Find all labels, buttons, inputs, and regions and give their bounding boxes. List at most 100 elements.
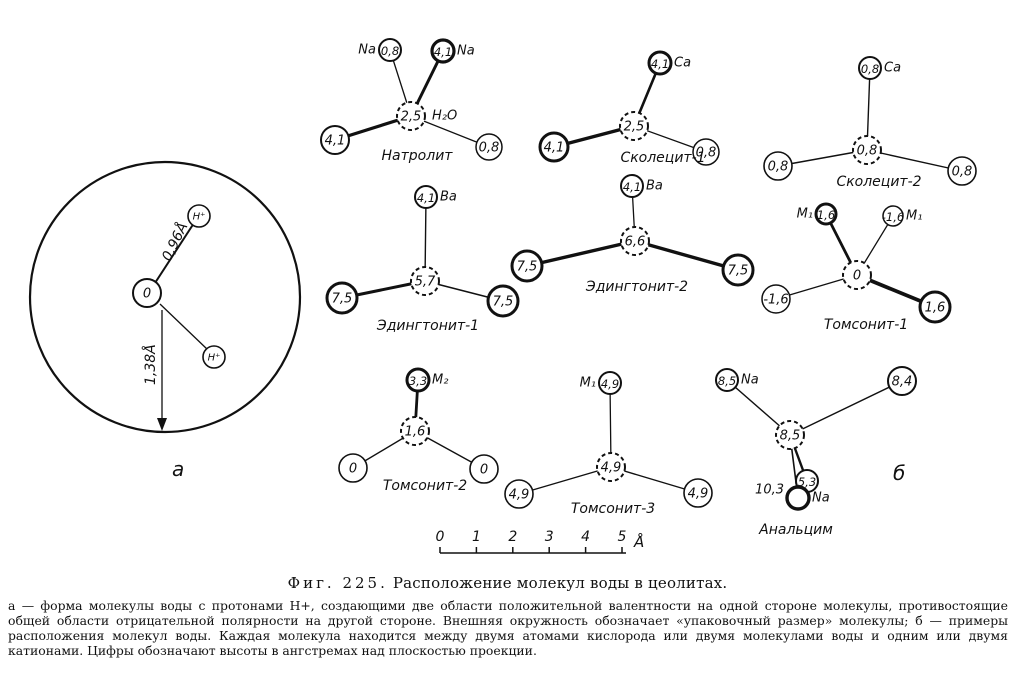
water-height-label: 2,5	[624, 120, 645, 135]
atom	[430, 38, 456, 64]
oxygen-label: 0	[143, 287, 151, 302]
structure-name: Сколецит-1	[620, 150, 705, 166]
atom	[647, 50, 673, 76]
cation-label: Ba	[440, 190, 457, 205]
water-height-label: 0,8	[857, 144, 878, 159]
cation-label: Na	[457, 44, 475, 59]
water-height-label: 8,5	[780, 429, 801, 444]
atom	[598, 371, 622, 395]
scale-tick-label: 2	[508, 529, 517, 545]
radius-arrowhead	[157, 418, 167, 431]
structure-name: Эдингтонит-1	[376, 318, 479, 334]
figure-caption-body: а — форма молекулы воды с протонами H+, …	[8, 598, 1008, 658]
cation-label: Ca	[674, 56, 691, 71]
atom-height-label: 7,5	[493, 295, 514, 310]
atom-height-label: 0,8	[381, 44, 399, 58]
atom	[887, 366, 917, 396]
atom	[918, 290, 952, 324]
atom-height-label: 0,8	[861, 62, 879, 76]
scale-tick-label: 0	[436, 529, 445, 545]
bond-line	[154, 222, 195, 284]
water-height-label: 2,5	[401, 110, 422, 125]
atom-height-label: 0,8	[479, 141, 500, 156]
figure-title: Расположение молекул воды в цеолитах.	[392, 574, 728, 592]
scale-tick-label: 5	[618, 529, 627, 545]
cation-label: Ba	[646, 179, 663, 194]
cation-label: M₁	[797, 207, 813, 222]
radius-label: 1,38Å	[142, 344, 159, 385]
water-molecule	[619, 111, 649, 141]
bond-line	[777, 149, 868, 167]
cation-label: M₁	[580, 376, 596, 391]
atom-height-label: -1,6	[882, 210, 904, 224]
scale-tick-label: 3	[545, 529, 554, 545]
scale-bar: 0 1 2 3 4 5 Å	[436, 529, 644, 554]
atom-height-label: 0,8	[768, 160, 789, 175]
bond-line	[518, 466, 612, 495]
panel-b-label: б	[893, 461, 905, 485]
structure-name: Эдингтонит-2	[585, 279, 688, 295]
atom-height-label: -1,6	[763, 293, 788, 308]
atom	[325, 281, 359, 315]
structure-name: Сколецит-2	[836, 174, 921, 190]
water-molecule	[852, 135, 882, 165]
atom	[785, 485, 811, 511]
atom	[338, 453, 368, 483]
structure-name: Натролит	[382, 148, 454, 164]
atom-height-label: 7,5	[517, 260, 538, 275]
atom	[814, 202, 838, 226]
bond-line	[866, 149, 963, 172]
water-molecule	[410, 266, 440, 296]
atom	[882, 205, 904, 227]
atom-height-label: 1,6	[925, 301, 946, 316]
cation-label: Na	[358, 43, 376, 58]
atom	[405, 367, 431, 393]
proton-atom	[187, 204, 211, 228]
atom-height-label: 5,3	[798, 475, 816, 489]
bond-line	[633, 239, 740, 272]
atom-height-label: 3,3	[409, 374, 427, 388]
panel-a: 0 H⁺ H⁺ 0,96Å 1,38Å а	[28, 160, 302, 481]
water-molecule	[620, 226, 650, 256]
cation-label: Na	[812, 491, 830, 506]
structure-name: Томсонит-1	[824, 317, 908, 333]
figure-number: Фиг. 225.	[287, 574, 388, 592]
water-label: H₂O	[432, 109, 457, 124]
atom	[510, 249, 544, 283]
atom-height-label: 7,5	[332, 292, 353, 307]
scale-unit: Å	[633, 532, 644, 551]
atom-height-label: 8,4	[892, 375, 913, 390]
figure-caption-title: Фиг. 225. Расположение молекул воды в це…	[0, 574, 1015, 592]
atom-height-label: 4,1	[623, 180, 641, 194]
proton-atom	[202, 345, 226, 369]
bond-line	[525, 239, 637, 268]
scale-tick-label: 4	[581, 529, 590, 545]
bond-line	[789, 380, 903, 436]
atom	[858, 56, 882, 80]
atom-height-label: 4,9	[688, 487, 709, 502]
atom-height-label: 0,8	[696, 146, 717, 161]
atom-height-label: 4,1	[417, 191, 435, 205]
height-label: 10,3	[755, 483, 784, 498]
atom-height-label: 0	[480, 463, 488, 478]
proton-label: H⁺	[193, 212, 206, 223]
bond-line	[159, 303, 209, 351]
water-molecule	[842, 260, 872, 290]
cation-label: M₂	[432, 373, 448, 388]
atom	[761, 284, 791, 314]
bond-line	[610, 466, 699, 494]
structure-name: Анальцим	[758, 522, 833, 538]
atom	[721, 253, 755, 287]
atom-height-label: 4,1	[325, 134, 346, 149]
atom-height-label: 0	[349, 462, 357, 477]
atom	[538, 131, 570, 163]
water-molecule	[775, 420, 805, 450]
water-height-label: 1,6	[405, 425, 426, 440]
cation-label: Ca	[884, 61, 901, 76]
scale-tick-label: 1	[472, 529, 481, 545]
